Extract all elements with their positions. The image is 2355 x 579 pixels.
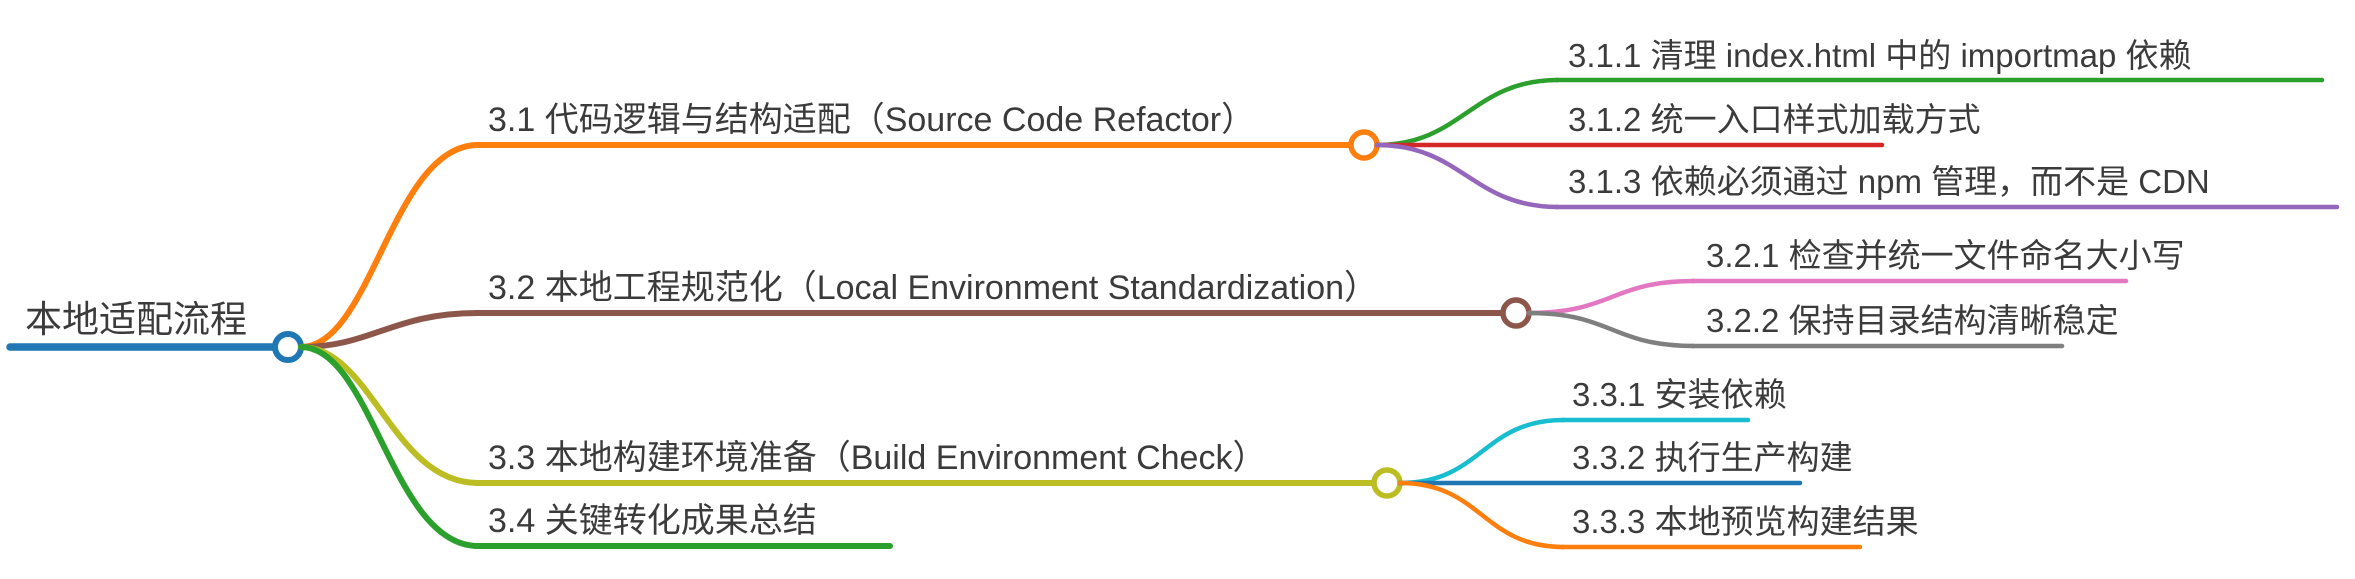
branch-3-4-link [298, 344, 481, 549]
leaf-3-3-2-label: 3.3.2 执行生产构建 [1572, 439, 1853, 476]
leaf-3-3-2: 3.3.2 执行生产构建 [1397, 439, 1853, 486]
leaf-3-1-1-label: 3.1.1 清理 index.html 中的 importmap 依赖 [1568, 37, 2192, 74]
leaf-3-3-3-link [1397, 480, 1567, 550]
leaf-3-2-1-label: 3.2.1 检查并统一文件命名大小写 [1706, 237, 2185, 274]
branch-3-4-label: 3.4 关键转化成果总结 [488, 502, 817, 540]
leaf-3-1-3-link [1374, 142, 1561, 210]
leaf-3-1-2: 3.1.2 统一入口样式加载方式 [1374, 101, 1981, 148]
branch-3-4: 3.4 关键转化成果总结 [298, 344, 893, 549]
root-label: 本地适配流程 [25, 299, 247, 340]
branch-3-1-link [298, 142, 481, 350]
leaf-3-2-1: 3.2.1 检查并统一文件命名大小写 [1526, 237, 2185, 316]
leaf-3-1-2-label: 3.1.2 统一入口样式加载方式 [1568, 101, 1981, 138]
branch-3-2-toggle-circle[interactable] [1500, 297, 1532, 329]
leaf-3-3-3: 3.3.3 本地预览构建结果 [1397, 480, 1919, 550]
branch-3-1: 3.1 代码逻辑与结构适配（Source Code Refactor） [298, 101, 1380, 350]
leaf-3-1-3: 3.1.3 依赖必须通过 npm 管理，而不是 CDN [1374, 142, 2340, 210]
branch-3-3-label: 3.3 本地构建环境准备（Build Environment Check） [488, 439, 1266, 477]
leaf-3-2-2-link [1526, 310, 1697, 349]
branch-3-3-toggle-circle[interactable] [1371, 467, 1403, 499]
leaf-3-3-1-link [1397, 417, 1567, 486]
leaf-3-1-1-link [1374, 77, 1561, 148]
leaf-3-3-3-label: 3.3.3 本地预览构建结果 [1572, 503, 1919, 540]
branch-3-2-link [298, 310, 481, 350]
branch-3-2-label: 3.2 本地工程规范化（Local Environment Standardiz… [488, 269, 1378, 307]
leaf-3-1-1: 3.1.1 清理 index.html 中的 importmap 依赖 [1374, 37, 2325, 148]
root-node: 本地适配流程 [6, 299, 304, 363]
leaf-3-1-3-label: 3.1.3 依赖必须通过 npm 管理，而不是 CDN [1568, 163, 2210, 200]
root-toggle-circle[interactable] [272, 331, 304, 363]
branch-3-3: 3.3 本地构建环境准备（Build Environment Check） [298, 344, 1403, 499]
leaf-3-3-1: 3.3.1 安装依赖 [1397, 376, 1787, 486]
leaf-3-2-1-link [1526, 278, 1697, 316]
leaf-3-3-1-label: 3.3.1 安装依赖 [1572, 376, 1787, 413]
branch-3-1-toggle-circle[interactable] [1348, 129, 1380, 161]
leaf-3-2-2-label: 3.2.2 保持目录结构清晰稳定 [1706, 302, 2119, 339]
leaf-3-2-2: 3.2.2 保持目录结构清晰稳定 [1526, 302, 2119, 349]
branch-3-1-label: 3.1 代码逻辑与结构适配（Source Code Refactor） [488, 101, 1255, 139]
branch-3-2: 3.2 本地工程规范化（Local Environment Standardiz… [298, 269, 1532, 350]
